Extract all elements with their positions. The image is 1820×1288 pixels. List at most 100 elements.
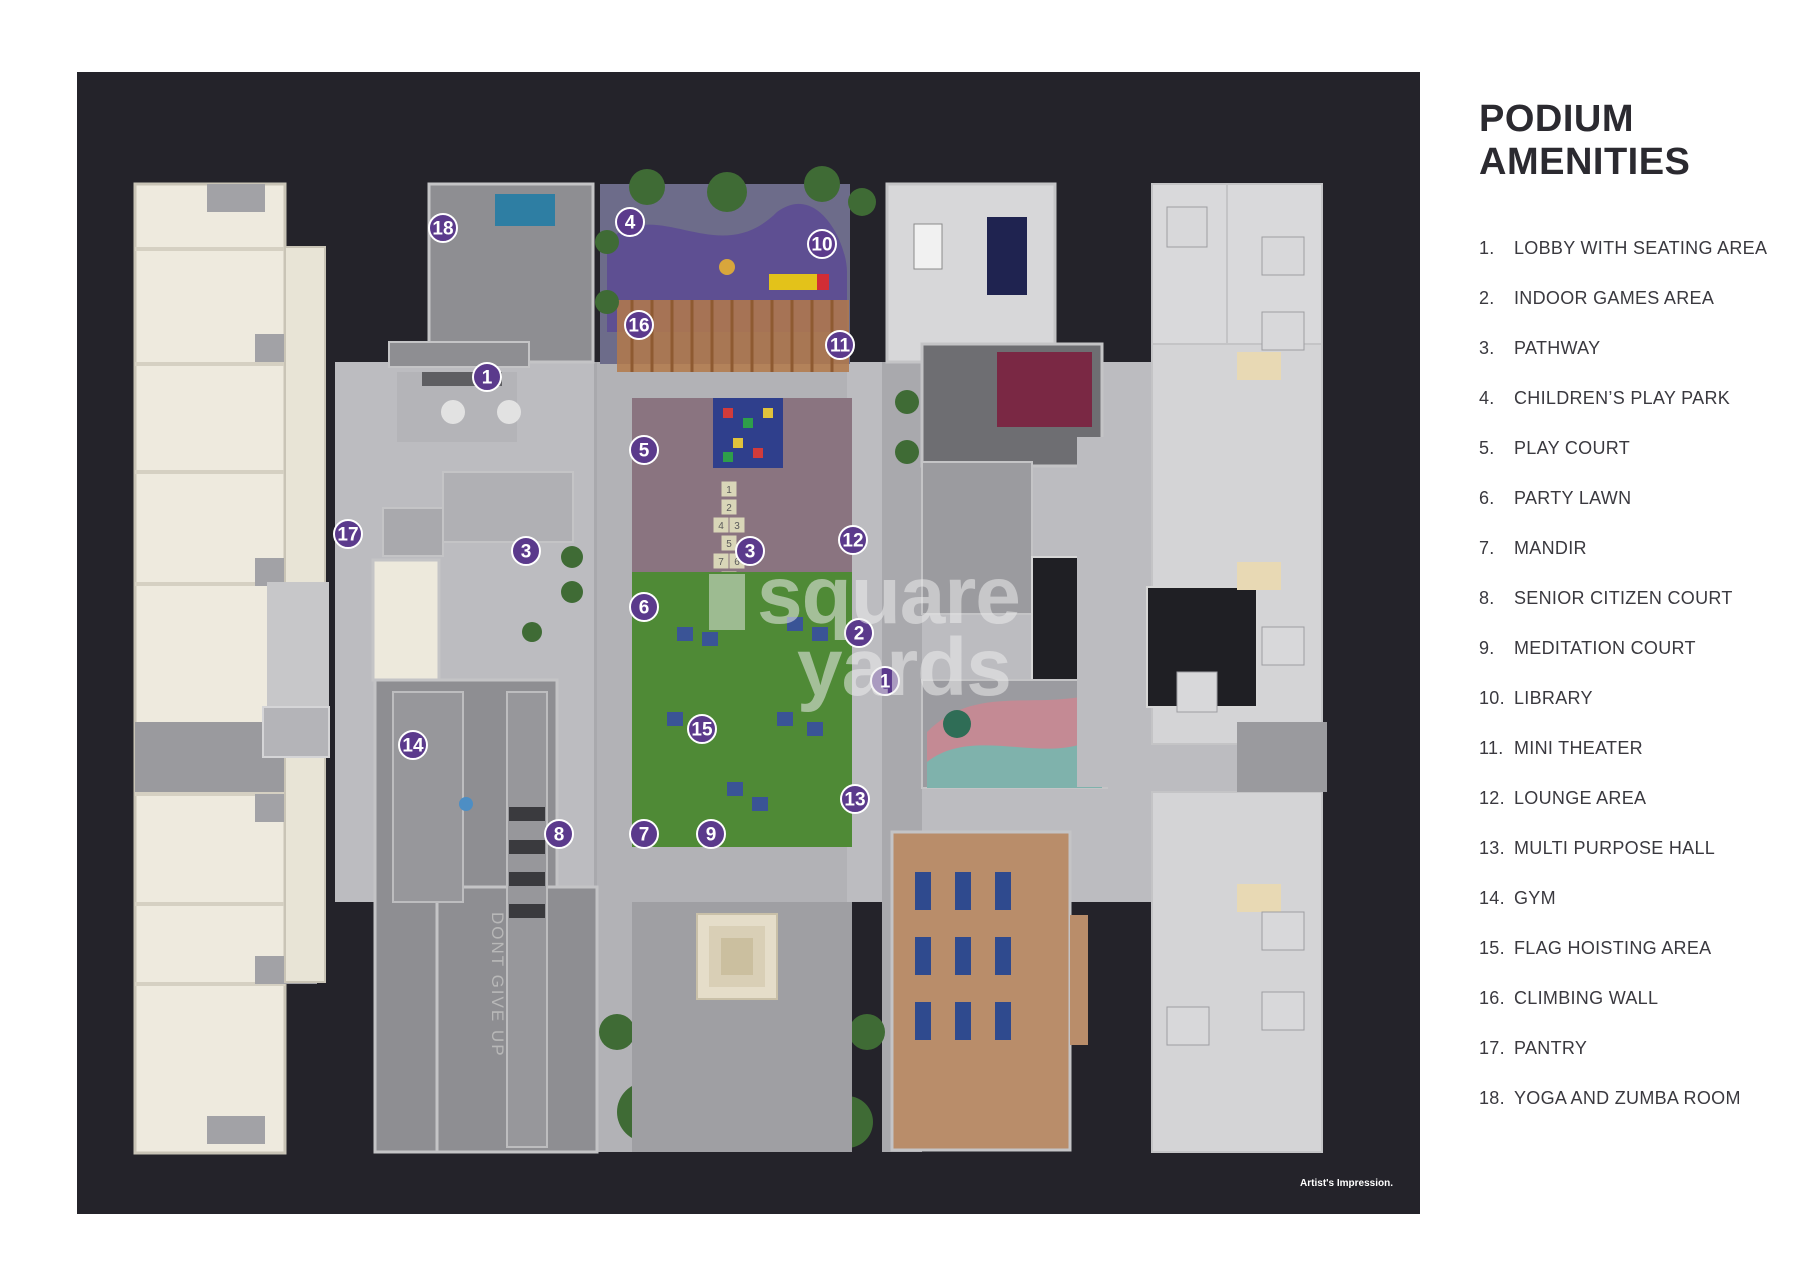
legend-item: 17.PANTRY: [1479, 1036, 1799, 1061]
amenity-marker-circle: [629, 435, 659, 465]
hopscotch-square: [712, 516, 730, 534]
legend-item-label: FLAG HOISTING AREA: [1514, 938, 1712, 958]
hopscotch-square: [720, 498, 738, 516]
legend-item: 2. INDOOR GAMES AREA: [1479, 286, 1799, 311]
amenity-marker: 15: [687, 714, 717, 744]
amenity-marker: 6: [629, 592, 659, 622]
amenity-marker-circle: [624, 310, 654, 340]
amenity-marker: 12: [838, 525, 868, 555]
artists-impression-note: Artist's Impression.: [1300, 1178, 1393, 1189]
lobby-seating: [397, 372, 521, 442]
amenity-marker-circle: [629, 819, 659, 849]
amenity-marker-label: 6: [639, 598, 650, 619]
amenity-marker-circle: [840, 784, 870, 814]
amenity-marker: 3: [735, 536, 765, 566]
legend-item-number: 8.: [1479, 588, 1495, 608]
amenity-marker: 5: [629, 435, 659, 465]
left-residential-block: [133, 182, 330, 1155]
legend-item-label: YOGA AND ZUMBA ROOM: [1514, 1088, 1741, 1108]
legend-title-line1: PODIUM: [1479, 98, 1634, 140]
legend-title-line2: AMENITIES: [1479, 141, 1691, 183]
amenity-marker-circle: [687, 714, 717, 744]
amenity-marker-label: 8: [554, 825, 565, 846]
legend-item: 5.PLAY COURT: [1479, 436, 1799, 461]
party-lawn: [632, 572, 852, 847]
amenity-marker-label: 3: [521, 542, 532, 563]
amenity-marker-label: 5: [639, 441, 650, 462]
amenity-marker: 18: [428, 213, 458, 243]
legend-item: 16.CLIMBING WALL: [1479, 986, 1799, 1011]
amenity-marker-label: 18: [432, 219, 453, 240]
amenity-marker-circle: [615, 207, 645, 237]
amenity-marker: 1: [870, 666, 900, 696]
library: [885, 182, 1057, 364]
gym-floor-text: DONT GIVE UP: [488, 912, 507, 1058]
legend-item-number: 13.: [1479, 838, 1505, 858]
pantry: [371, 558, 441, 682]
amenity-marker: 9: [696, 819, 726, 849]
hopscotch-number: 4: [718, 521, 724, 532]
legend-item: 7. MANDIR: [1479, 536, 1799, 561]
multi-purpose-hall: [890, 830, 1088, 1152]
legend-item: 11.MINI THEATER: [1479, 736, 1799, 761]
mini-theater: [920, 342, 1104, 468]
amenity-marker-circle: [333, 519, 363, 549]
legend-item-label: PLAY COURT: [1514, 438, 1631, 458]
amenity-marker-label: 2: [854, 624, 865, 645]
amenity-marker: 10: [807, 229, 837, 259]
amenity-marker-circle: [511, 536, 541, 566]
amenity-marker-label: 1: [482, 368, 493, 389]
legend-item: 18. YOGA AND ZUMBA ROOM: [1479, 1086, 1799, 1111]
legend-item-label: MEDITATION COURT: [1514, 638, 1696, 658]
legend-item-label: INDOOR GAMES AREA: [1514, 288, 1715, 308]
amenity-marker-circle: [398, 730, 428, 760]
amenity-marker-label: 9: [706, 825, 717, 846]
legend-item-number: 18.: [1479, 1088, 1505, 1108]
amenity-marker-circle: [825, 330, 855, 360]
amenity-marker-label: 13: [844, 790, 865, 811]
hopscotch-number: 5: [726, 539, 732, 550]
amenity-marker-label: 14: [402, 736, 424, 757]
amenity-marker: 13: [840, 784, 870, 814]
legend-item-number: 9.: [1479, 638, 1495, 658]
amenity-marker-label: 12: [842, 531, 863, 552]
hopscotch-number: 7: [718, 557, 724, 568]
hopscotch-number: 6: [734, 557, 740, 568]
amenity-marker: 7: [629, 819, 659, 849]
hopscotch-number: 3: [734, 521, 740, 532]
legend-item-label: LOUNGE AREA: [1514, 788, 1647, 808]
legend-item-label: PATHWAY: [1514, 338, 1601, 358]
amenity-marker: 3: [511, 536, 541, 566]
legend-item-label: MANDIR: [1514, 538, 1587, 558]
legend-item-label: LIBRARY: [1514, 688, 1593, 708]
amenity-marker-circle: [428, 213, 458, 243]
amenity-marker-circle: [544, 819, 574, 849]
legend-item-number: 4.: [1479, 388, 1495, 408]
legend-item-label: PANTRY: [1514, 1038, 1588, 1058]
legend-item-label: LOBBY WITH SEATING AREA: [1514, 238, 1768, 258]
amenity-marker-circle: [870, 666, 900, 696]
amenity-marker-label: 7: [639, 825, 650, 846]
legend-item-number: 6.: [1479, 488, 1495, 508]
amenities-legend: PODIUM AMENITIES 1.LOBBY WITH SEATING AR…: [1479, 98, 1799, 1136]
amenity-marker: 2: [844, 618, 874, 648]
legend-item-number: 7.: [1479, 538, 1495, 558]
legend-item: 8. SENIOR CITIZEN COURT: [1479, 586, 1799, 611]
legend-item: 1.LOBBY WITH SEATING AREA: [1479, 236, 1799, 261]
legend-item: 15. FLAG HOISTING AREA: [1479, 936, 1799, 961]
legend-item-number: 2.: [1479, 288, 1495, 308]
amenity-marker-label: 3: [745, 542, 756, 563]
hopscotch-square: [720, 480, 738, 498]
amenity-marker-circle: [844, 618, 874, 648]
podium-floor-plan: 12345678910 DONT GIVE UP: [77, 72, 1420, 1214]
amenity-marker-label: 15: [691, 720, 713, 741]
legend-item: 10.LIBRARY: [1479, 686, 1799, 711]
hopscotch-square: [712, 552, 730, 570]
legend-item-number: 16.: [1479, 988, 1505, 1008]
legend-item-number: 15.: [1479, 938, 1505, 958]
amenity-marker-label: 17: [337, 525, 358, 546]
hopscotch-number: 2: [726, 503, 732, 514]
legend-item-label: MULTI PURPOSE HALL: [1514, 838, 1716, 858]
legend-item-label: SENIOR CITIZEN COURT: [1514, 588, 1733, 608]
